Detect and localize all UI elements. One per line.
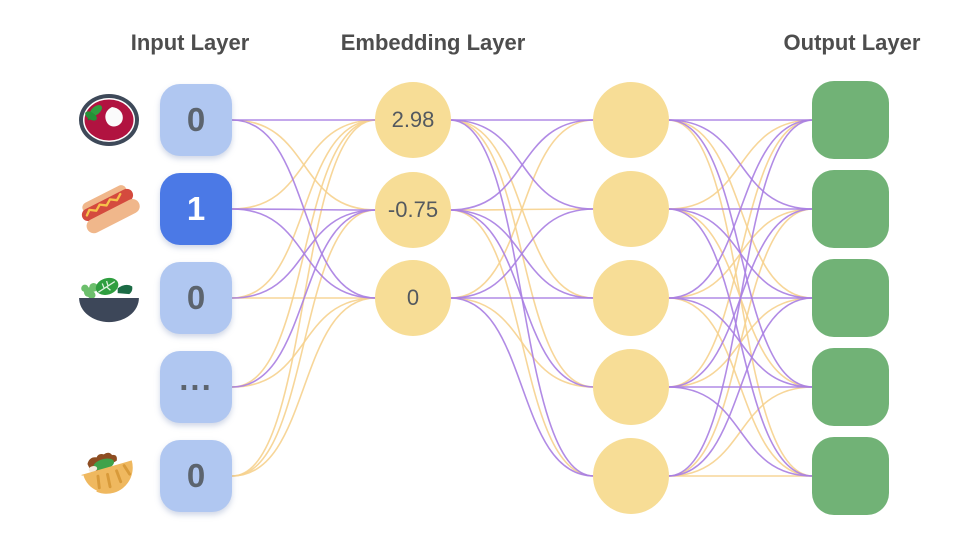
hidden-node-5 bbox=[593, 438, 669, 514]
input-layer-title: Input Layer bbox=[130, 30, 250, 55]
input-node-value: 0 bbox=[186, 457, 206, 494]
hidden-node-3 bbox=[593, 260, 669, 336]
output-node-3 bbox=[812, 259, 889, 337]
embedding-node-3: 0 bbox=[375, 260, 451, 336]
input-node-value: 0 bbox=[186, 101, 206, 138]
hidden-node-2 bbox=[593, 171, 669, 247]
input-node-ellipsis: ... bbox=[160, 351, 232, 423]
input-node-soup: 0 bbox=[160, 84, 232, 156]
pita-icon bbox=[78, 446, 140, 511]
input-node-hotdog: 1 bbox=[160, 173, 232, 245]
input-node-salad: 0 bbox=[160, 262, 232, 334]
embedding-node-1: 2.98 bbox=[375, 82, 451, 158]
embedding-layer-title: Embedding Layer bbox=[340, 30, 526, 55]
embedding-node-2: -0.75 bbox=[375, 172, 451, 248]
hidden-node-4 bbox=[593, 349, 669, 425]
output-layer-title: Output Layer bbox=[783, 30, 921, 55]
input-node-pita: 0 bbox=[160, 440, 232, 512]
input-node-value: ... bbox=[179, 360, 213, 397]
output-node-2 bbox=[812, 170, 889, 248]
embedding-node-value: -0.75 bbox=[387, 197, 439, 222]
hidden-node-1 bbox=[593, 82, 669, 158]
output-node-4 bbox=[812, 348, 889, 426]
embedding-node-value: 2.98 bbox=[391, 107, 435, 132]
soup-icon bbox=[78, 93, 140, 152]
output-node-1 bbox=[812, 81, 889, 159]
salad-icon bbox=[78, 270, 140, 329]
output-node-5 bbox=[812, 437, 889, 515]
hotdog-icon bbox=[78, 181, 140, 240]
input-node-value: 0 bbox=[186, 279, 206, 316]
input-node-value: 1 bbox=[186, 190, 206, 227]
embedding-node-value: 0 bbox=[406, 285, 420, 310]
